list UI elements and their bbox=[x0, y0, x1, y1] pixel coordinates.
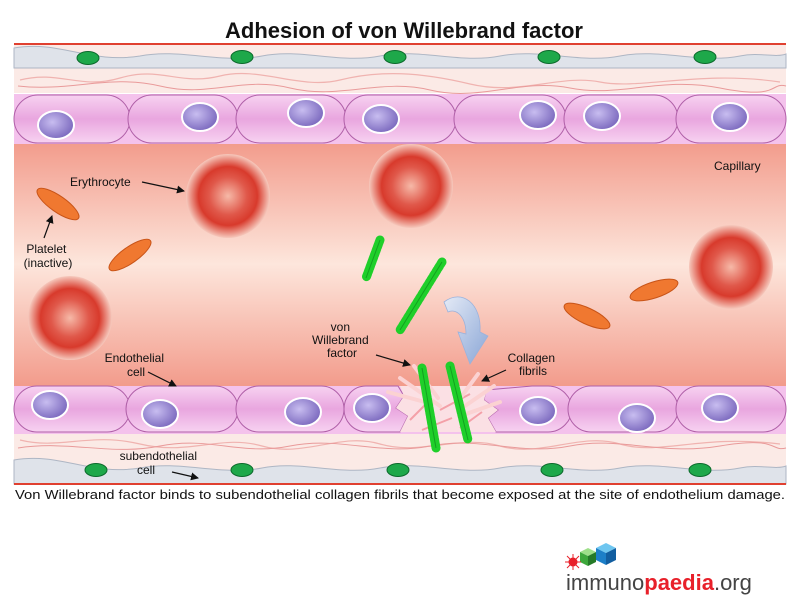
endothelial-nucleus bbox=[519, 396, 557, 426]
endothelial-label: Endothelial cell bbox=[105, 351, 168, 379]
subendothelial-label: subendothelial cell bbox=[120, 449, 201, 477]
endothelium-damage-site bbox=[396, 386, 498, 432]
erythrocyte-pointer bbox=[141, 181, 185, 194]
subendothelial-pointer bbox=[171, 471, 199, 481]
endothelial-nucleus bbox=[353, 393, 391, 423]
endothelial-cell bbox=[13, 385, 131, 433]
erythrocyte bbox=[186, 154, 270, 238]
bottom-subendothelial-layer bbox=[13, 433, 787, 485]
subendothelial-nucleus bbox=[230, 50, 254, 64]
endothelial-nucleus bbox=[37, 110, 75, 140]
erythrocyte bbox=[689, 225, 773, 309]
top-subendothelial-layer bbox=[13, 45, 787, 94]
platelet bbox=[629, 278, 679, 302]
erythrocyte bbox=[369, 144, 453, 228]
platelet bbox=[108, 238, 152, 272]
endothelial-nucleus bbox=[701, 393, 739, 423]
platelet-pointer bbox=[43, 215, 54, 239]
platelet bbox=[36, 187, 80, 221]
endothelial-nucleus bbox=[362, 104, 400, 134]
subendothelial-nucleus bbox=[688, 463, 712, 477]
immunopaedia-logo: immunopaedia.org bbox=[565, 543, 752, 595]
endothelial-nucleus bbox=[287, 98, 325, 128]
diagram-caption: Von Willebrand factor binds to subendoth… bbox=[15, 488, 785, 502]
subendothelial-nucleus bbox=[230, 463, 254, 477]
diagram-title: Adhesion of von Willebrand factor bbox=[225, 18, 583, 43]
subendothelial-nucleus bbox=[76, 51, 100, 65]
logo-wordmark: immunopaedia.org bbox=[566, 570, 752, 595]
endothelial-nucleus bbox=[583, 101, 621, 131]
bottom-endothelial-row bbox=[13, 385, 787, 434]
erythrocytes bbox=[28, 144, 773, 360]
subendothelial-nucleus bbox=[84, 463, 108, 477]
vwf-pointer bbox=[375, 354, 411, 367]
endothelial-nucleus bbox=[31, 390, 69, 420]
subendothelial-nucleus bbox=[693, 50, 717, 64]
bottom-border-line bbox=[14, 483, 786, 485]
subendothelial-nucleus bbox=[383, 50, 407, 64]
endothelial-cell bbox=[563, 94, 679, 144]
capillary-label: Capillary bbox=[714, 159, 761, 173]
top-border-line bbox=[14, 43, 786, 45]
subendothelial-nucleus bbox=[386, 463, 410, 477]
subendothelial-nucleus bbox=[537, 50, 561, 64]
endothelial-nucleus bbox=[618, 403, 656, 433]
endothelial-nucleus bbox=[711, 102, 749, 132]
top-endothelial-row bbox=[13, 94, 787, 144]
erythrocyte-label: Erythrocyte bbox=[70, 175, 131, 189]
erythrocyte bbox=[28, 276, 112, 360]
platelet-label: Platelet (inactive) bbox=[24, 242, 73, 270]
endothelial-nucleus bbox=[141, 399, 179, 429]
logo-cubes-icon bbox=[565, 543, 616, 570]
collagen-label: Collagen fibrils bbox=[508, 351, 559, 378]
endothelial-pointer bbox=[147, 371, 177, 387]
endothelial-nucleus bbox=[181, 102, 219, 132]
curved-motion-arrow bbox=[443, 296, 489, 365]
collagen-pointer bbox=[481, 369, 507, 382]
platelet bbox=[563, 302, 611, 330]
endothelial-nucleus bbox=[284, 397, 322, 427]
endothelial-nucleus bbox=[519, 100, 557, 130]
platelets bbox=[36, 187, 679, 330]
subendothelial-nucleus bbox=[540, 463, 564, 477]
vwf-label: von Willebrand factor bbox=[312, 320, 372, 360]
